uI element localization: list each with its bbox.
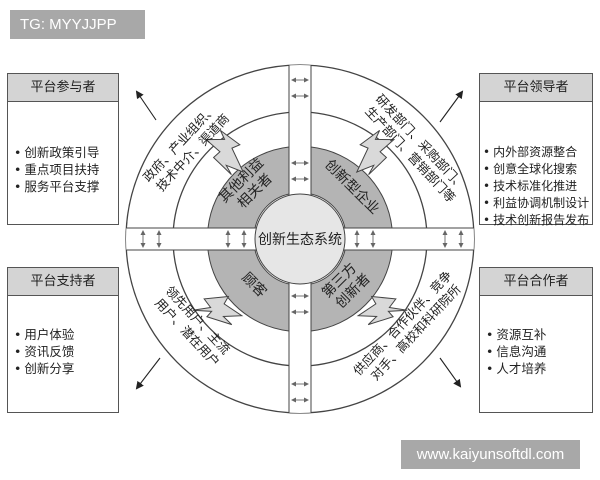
lightning-arrow-top-left (204, 129, 245, 175)
bidirectional-arrows (140, 77, 464, 403)
sectors (207, 146, 393, 332)
list-item: 资源互补 (486, 326, 592, 343)
list-item: 创新政策引导 (14, 144, 118, 161)
list-item: 用户体验 (14, 326, 118, 343)
arrow-to-partner (439, 357, 462, 388)
panel-title: 平台领导者 (480, 74, 592, 102)
arrow-to-supporter (135, 357, 161, 390)
list-item: 资讯反馈 (14, 343, 118, 360)
panel-list: 内外部资源整合 创意全球化搜索 技术标准化推进 利益协调机制设计 技术创新报告发… (480, 144, 592, 229)
lightning-arrow-top-right (355, 129, 396, 175)
list-item: 重点项目扶持 (14, 161, 118, 178)
list-item: 人才培养 (486, 360, 592, 377)
center-label: 创新生态系统 (258, 232, 342, 248)
watermark-top: TG: MYYJJPP (10, 10, 145, 39)
panel-list: 资源互补 信息沟通 人才培养 (480, 326, 592, 377)
list-item: 技术创新报告发布 (483, 212, 592, 229)
center-circle (254, 193, 346, 285)
lightning-arrows (192, 129, 408, 326)
panel-platform-supporter: 平台支持者 用户体验 资讯反馈 创新分享 (7, 267, 119, 413)
outward-arrows (135, 90, 464, 390)
panel-title: 平台支持者 (8, 268, 118, 296)
sector-other-stakeholders (207, 146, 290, 229)
lightning-arrow-bottom-right (356, 295, 408, 326)
panel-title: 平台合作者 (480, 268, 592, 296)
panel-list: 用户体验 资讯反馈 创新分享 (8, 326, 118, 377)
arrow-to-leader (439, 90, 464, 123)
list-item: 创意全球化搜索 (483, 161, 592, 178)
panel-platform-participant: 平台参与者 创新政策引导 重点项目扶持 服务平台支撑 (7, 73, 119, 225)
sector-customers (207, 249, 290, 332)
list-item: 内外部资源整合 (483, 144, 592, 161)
sector-third-party-innovators (310, 249, 393, 332)
panel-platform-leader: 平台领导者 内外部资源整合 创意全球化搜索 技术标准化推进 利益协调机制设计 技… (479, 73, 593, 227)
arrow-to-participant (135, 90, 157, 121)
lightning-arrow-bottom-left (192, 295, 244, 326)
list-item: 利益协调机制设计 (483, 195, 592, 212)
list-item: 服务平台支撑 (14, 178, 118, 195)
list-item: 创新分享 (14, 360, 118, 377)
panel-title: 平台参与者 (8, 74, 118, 102)
list-item: 技术标准化推进 (483, 178, 592, 195)
sector-innovative-enterprise (310, 146, 393, 229)
watermark-bottom: www.kaiyunsoftdl.com (401, 440, 580, 469)
panel-list: 创新政策引导 重点项目扶持 服务平台支撑 (8, 144, 118, 195)
list-item: 信息沟通 (486, 343, 592, 360)
panel-platform-partner: 平台合作者 资源互补 信息沟通 人才培养 (479, 267, 593, 413)
